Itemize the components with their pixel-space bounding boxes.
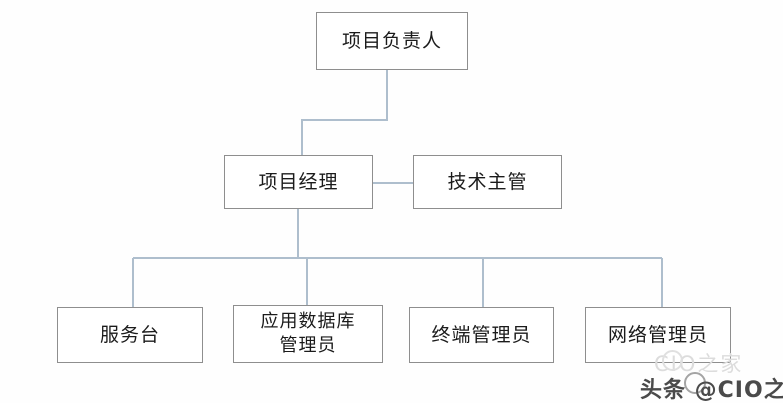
watermark-logo-icon xyxy=(684,372,706,394)
node-project-owner[interactable]: 项目负责人 xyxy=(316,12,468,70)
node-project-manager[interactable]: 项目经理 xyxy=(224,155,373,209)
node-network-administrator[interactable]: 网络管理员 xyxy=(585,307,731,363)
node-service-desk[interactable]: 服务台 xyxy=(57,307,203,363)
node-terminal-administrator[interactable]: 终端管理员 xyxy=(409,307,554,363)
node-technical-supervisor[interactable]: 技术主管 xyxy=(413,155,562,209)
connector-owner-to-pm xyxy=(301,70,388,155)
node-application-database-administrator[interactable]: 应用数据库 管理员 xyxy=(233,305,383,363)
watermark-text: 头条 @CIO之家 xyxy=(640,378,783,403)
